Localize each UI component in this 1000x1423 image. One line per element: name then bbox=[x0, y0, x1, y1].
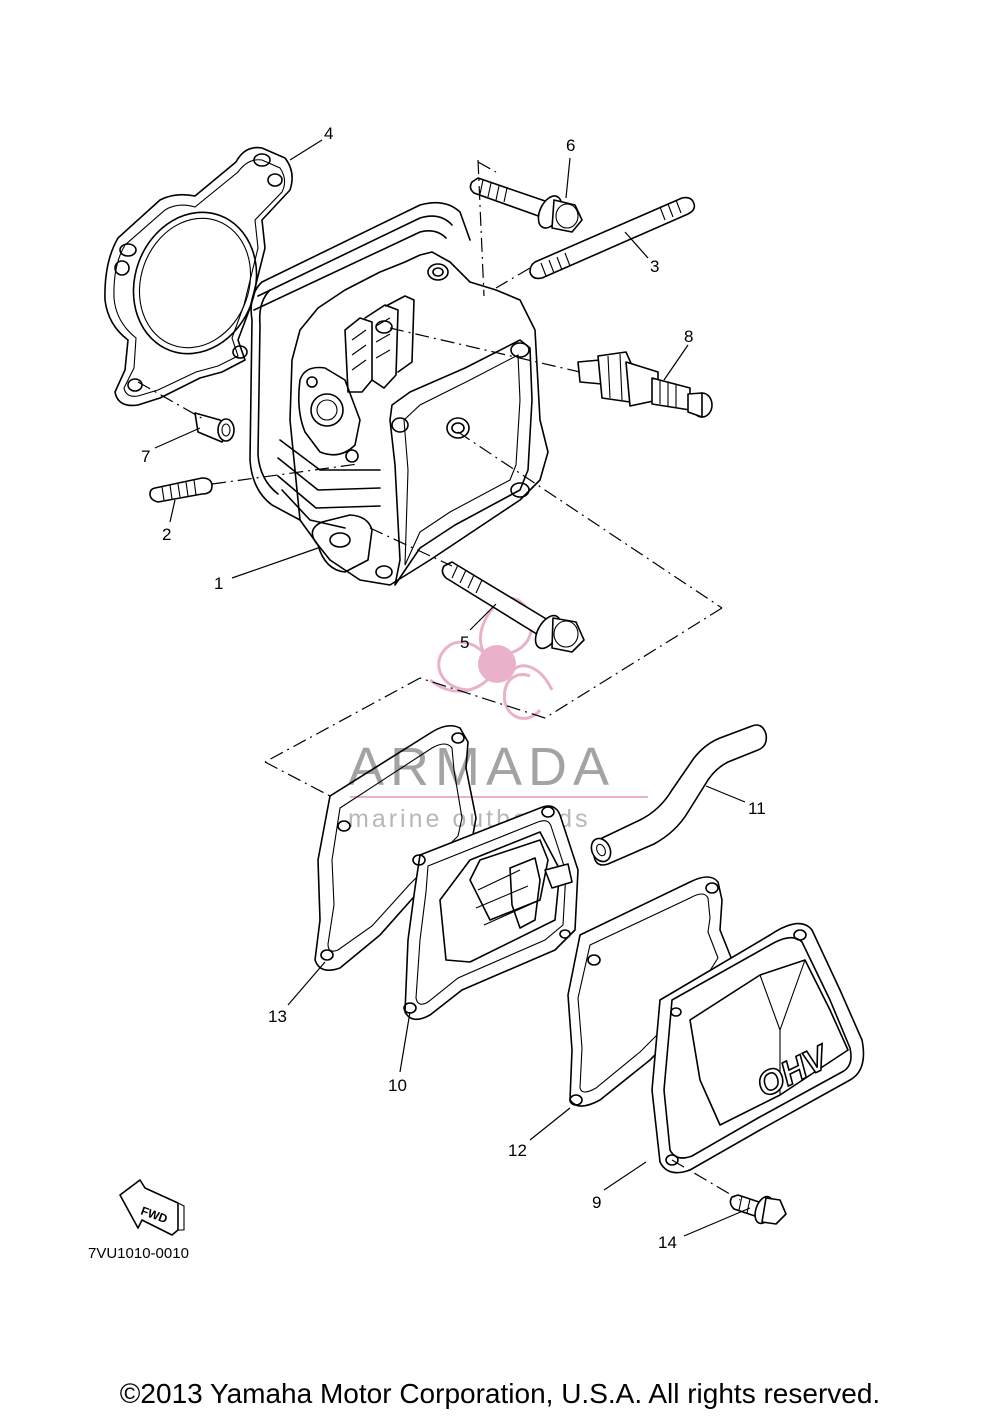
callout-8: 8 bbox=[684, 327, 693, 346]
callout-4: 4 bbox=[324, 124, 333, 143]
part-11-breather-hose bbox=[590, 724, 768, 866]
propeller-hub bbox=[478, 645, 516, 683]
part-2-stud bbox=[149, 477, 213, 503]
watermark-logo: ARMADA marine outboards bbox=[348, 596, 648, 833]
part-14-bolt bbox=[729, 1194, 787, 1225]
callout-1: 1 bbox=[214, 574, 223, 593]
callout-5: 5 bbox=[460, 633, 469, 652]
part-4-head-gasket bbox=[104, 146, 293, 407]
diagram-code: 7VU1010-0010 bbox=[88, 1245, 189, 1262]
watermark-brand: ARMADA bbox=[348, 737, 615, 797]
callout-12: 12 bbox=[508, 1141, 527, 1160]
part-7-dowel bbox=[194, 412, 235, 443]
part-1-cylinder-head bbox=[249, 201, 549, 586]
fwd-arrow-icon: FWD bbox=[119, 1179, 185, 1236]
callout-7: 7 bbox=[141, 447, 150, 466]
part-8-spark-plug bbox=[577, 351, 713, 418]
part-3-long-stud bbox=[529, 196, 696, 280]
callout-10: 10 bbox=[388, 1076, 407, 1095]
part-6-flange-bolt bbox=[469, 177, 583, 233]
part-5-flange-bolt bbox=[441, 561, 585, 653]
leader-lines bbox=[154, 139, 751, 1237]
callout-3: 3 bbox=[650, 257, 659, 276]
callout-2: 2 bbox=[162, 525, 171, 544]
copyright-notice: ©2013 Yamaha Motor Corporation, U.S.A. A… bbox=[119, 1378, 881, 1409]
callout-13: 13 bbox=[268, 1007, 287, 1026]
callout-6: 6 bbox=[566, 136, 575, 155]
assembly-lines bbox=[137, 159, 741, 1201]
part-9-rocker-cover: OHV bbox=[651, 922, 865, 1174]
part-10-breather-plate bbox=[403, 805, 579, 1021]
callout-9: 9 bbox=[592, 1193, 601, 1212]
callout-numbers: 1 2 3 4 5 6 7 8 9 10 11 12 13 14 bbox=[141, 124, 766, 1252]
callout-11: 11 bbox=[748, 799, 766, 818]
callout-14: 14 bbox=[658, 1233, 677, 1252]
